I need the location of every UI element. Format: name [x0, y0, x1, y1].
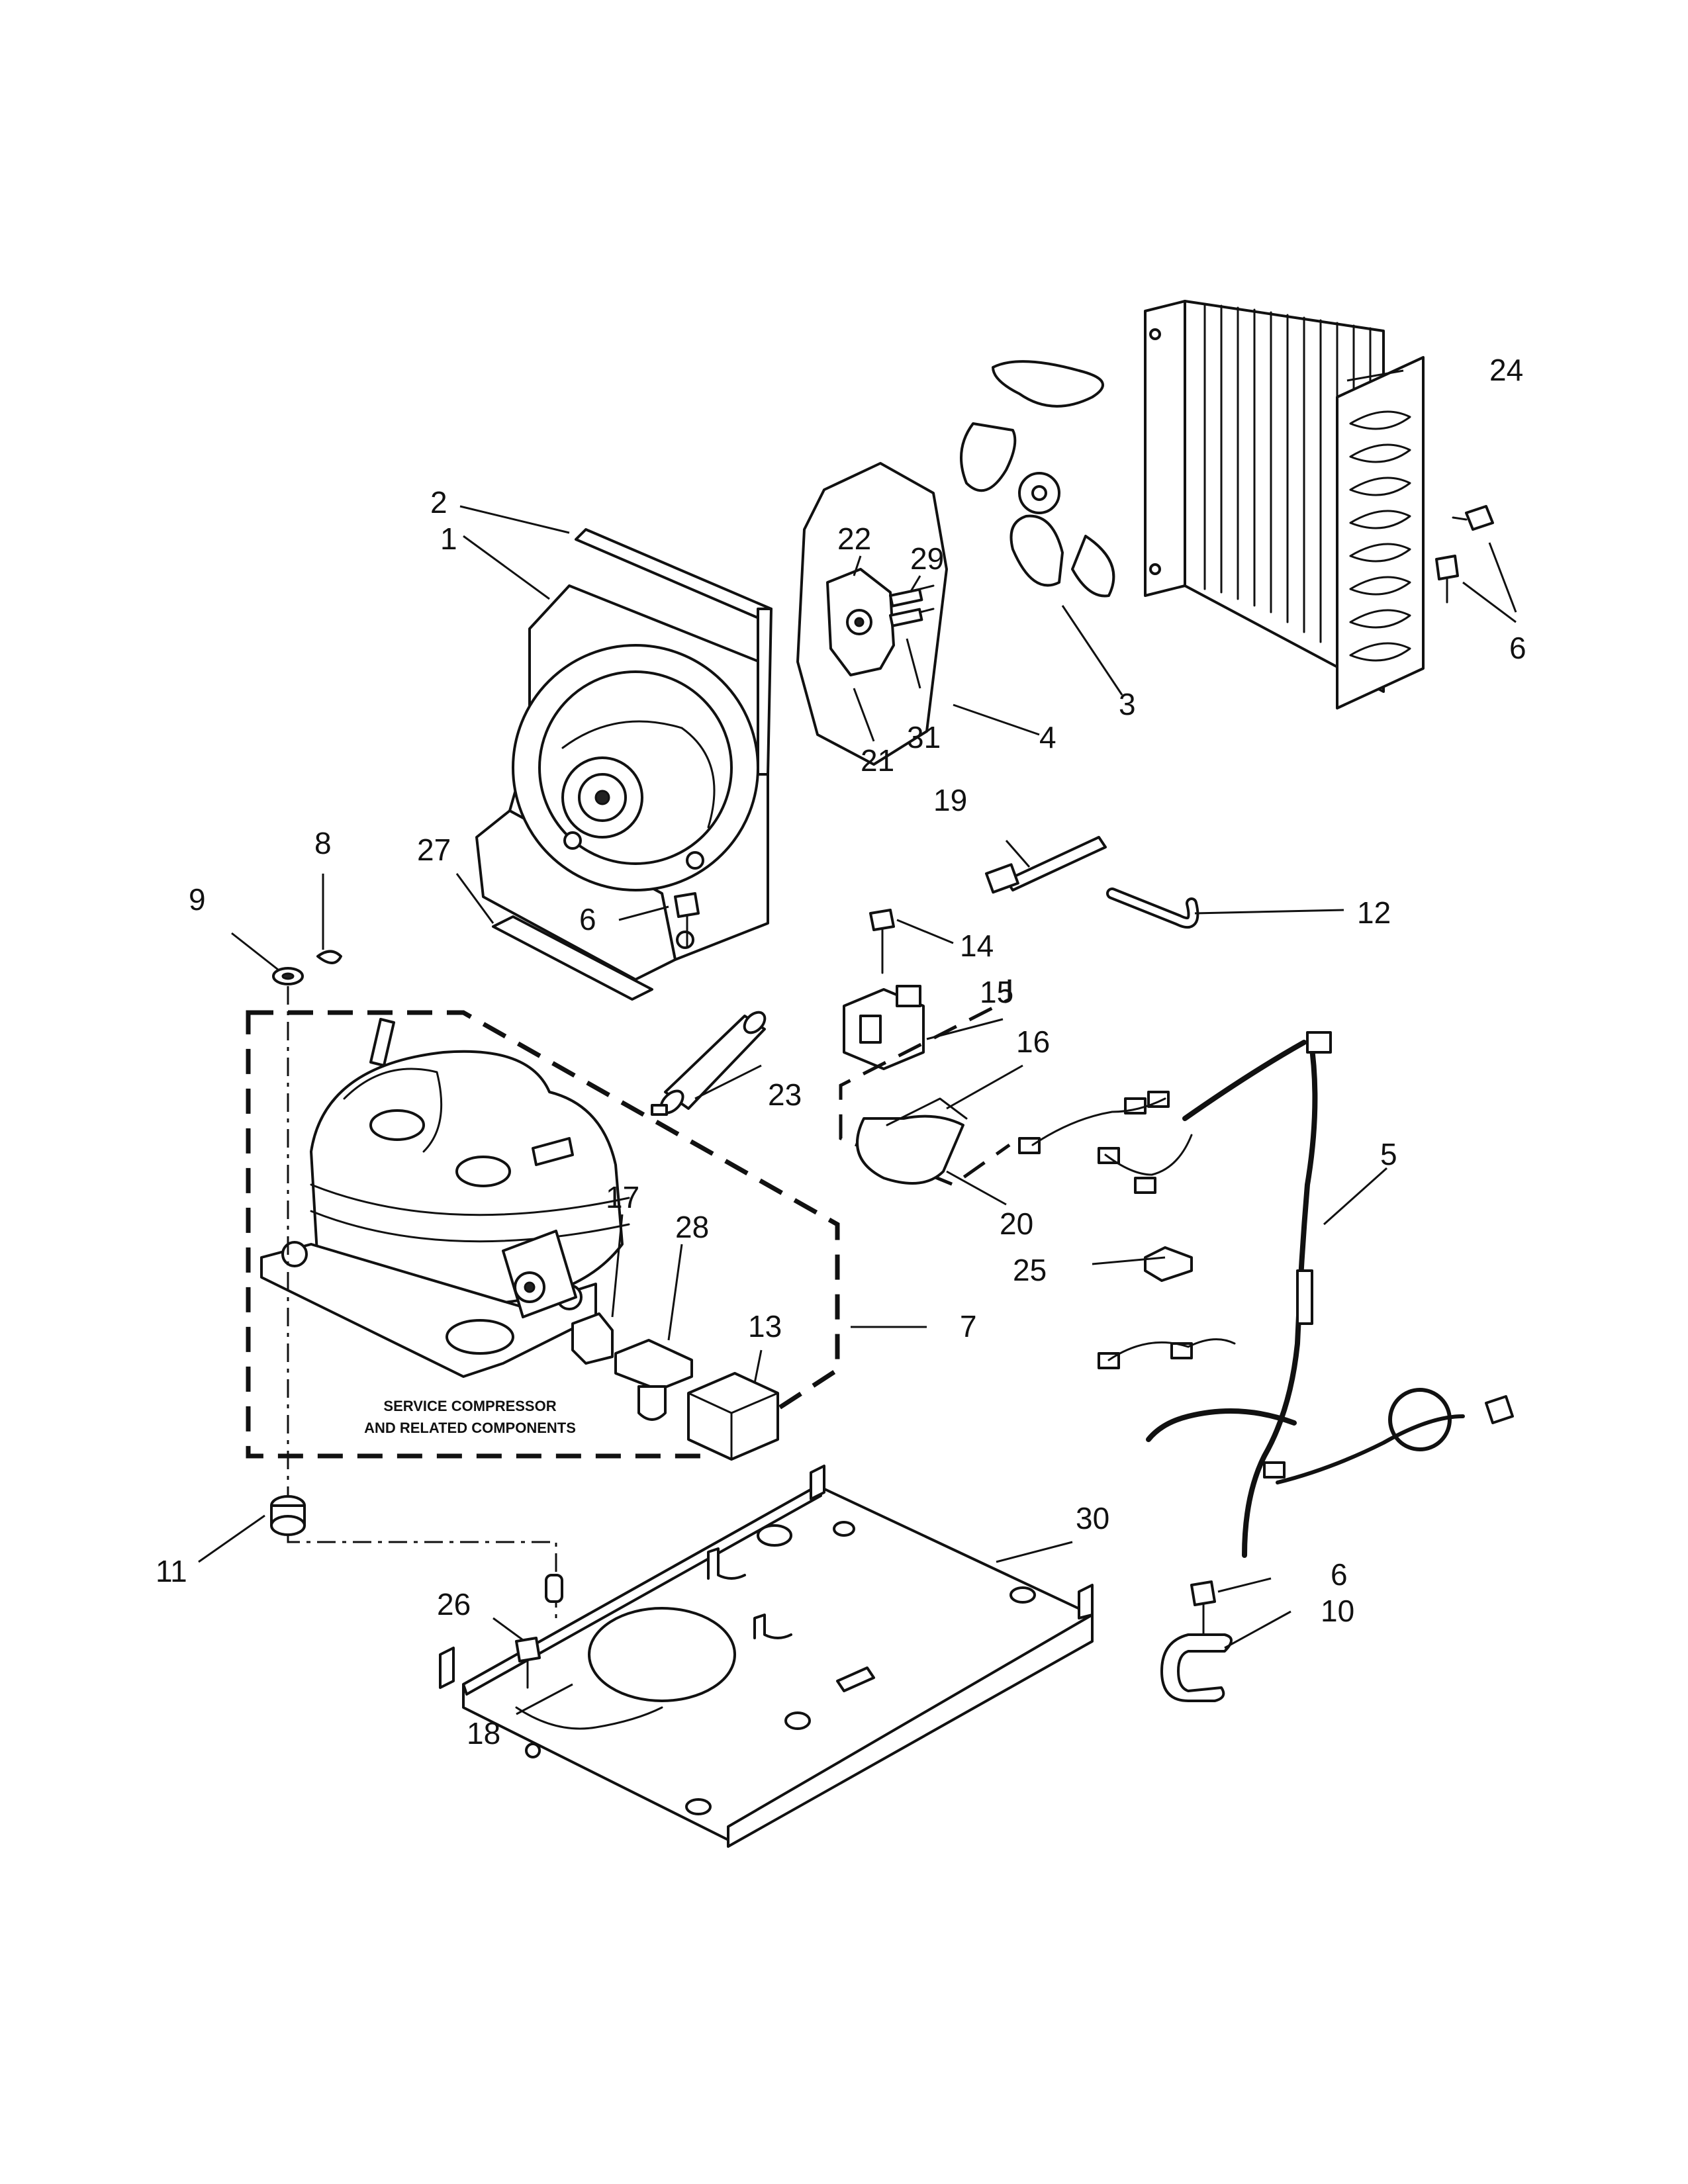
callout-3: 3 [1119, 687, 1136, 721]
callout-9: 9 [189, 882, 206, 917]
grommet-part-11 [270, 1495, 306, 1536]
callout-17: 17 [606, 1180, 639, 1214]
callout-6-condenser: 6 [1509, 631, 1526, 665]
fan-motor-assembly [796, 462, 948, 766]
callout-10: 10 [1321, 1594, 1354, 1628]
callout-15: 15 [980, 975, 1013, 1009]
callout-21: 21 [861, 743, 894, 778]
callout-13: 13 [748, 1309, 782, 1343]
callout-25: 25 [1013, 1253, 1047, 1287]
callout-30: 30 [1076, 1501, 1109, 1535]
tubing-clamp [1160, 1633, 1233, 1702]
overload-protector [571, 1312, 614, 1365]
callout-29: 29 [910, 541, 944, 576]
condenser-screw-upper [1452, 505, 1494, 531]
callout-1: 1 [440, 522, 457, 556]
callout-24: 24 [1489, 353, 1523, 387]
callout-6-shroud: 6 [579, 902, 596, 936]
callout-5: 5 [1380, 1137, 1397, 1171]
service-note-line1: SERVICE COMPRESSOR [383, 1398, 556, 1414]
callout-23: 23 [768, 1077, 802, 1112]
bracket-assembly [839, 979, 1011, 1187]
mounting-centerline-base [287, 1535, 557, 1621]
solenoid-valve [843, 985, 925, 1070]
callout-26: 26 [437, 1587, 471, 1621]
wire-clip [1144, 1246, 1193, 1282]
seal-strip [575, 528, 773, 776]
leader-lines [198, 369, 1517, 1715]
callout-16: 16 [1016, 1024, 1050, 1059]
shroud-screw [674, 892, 700, 948]
callouts: 1 2 3 4 5 6 6 6 7 8 9 10 11 12 13 14 15 … [156, 353, 1526, 1751]
callout-31: 31 [907, 720, 941, 754]
condenser-screw-lower [1435, 555, 1459, 604]
fan-shroud [475, 584, 769, 981]
grommet-part-9 [272, 967, 304, 985]
base-screw [515, 1637, 541, 1689]
service-note-line2: AND RELATED COMPONENTS [364, 1420, 576, 1436]
fan-blade [960, 360, 1115, 598]
wire-harness [1018, 1031, 1514, 1558]
callout-7: 7 [960, 1309, 977, 1343]
callout-20: 20 [1000, 1206, 1033, 1241]
valve-screw [869, 909, 895, 974]
service-compressor-outline [246, 1010, 840, 1459]
gasket-strip [492, 915, 653, 1001]
callout-28: 28 [675, 1210, 709, 1244]
compressor [260, 1018, 630, 1378]
condenser-coil [1144, 300, 1425, 709]
callout-14: 14 [960, 929, 994, 963]
terminal-cover [687, 1372, 779, 1461]
callout-11: 11 [156, 1554, 187, 1588]
callout-6-clamp: 6 [1331, 1557, 1348, 1592]
callout-27: 27 [417, 833, 451, 867]
cable-tie [985, 836, 1107, 894]
drain-tube [1106, 887, 1199, 929]
clamp-screw [1190, 1580, 1216, 1636]
callout-12: 12 [1357, 895, 1391, 930]
callout-19: 19 [933, 783, 967, 817]
base-pan [439, 1465, 1094, 1848]
start-relay [614, 1339, 693, 1421]
callout-2: 2 [430, 485, 447, 520]
callout-8: 8 [314, 826, 332, 860]
filter-dryer [651, 1011, 767, 1116]
clip-part-8 [316, 950, 342, 964]
callout-22: 22 [837, 522, 871, 556]
callout-4: 4 [1039, 720, 1056, 754]
callout-18: 18 [467, 1716, 500, 1751]
